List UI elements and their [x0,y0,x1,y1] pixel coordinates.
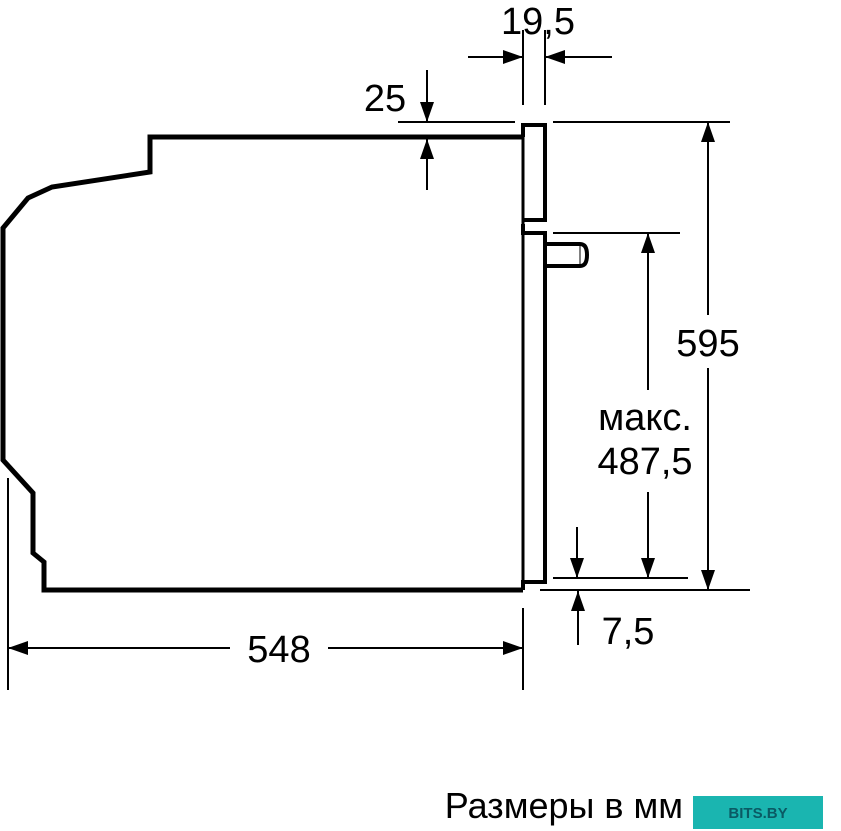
dim-total-height: 595 [676,323,739,365]
dim-top-offset: 25 [364,78,406,120]
dim-door-thickness: 19,5 [501,1,575,43]
caption: Размеры в мм [445,785,683,826]
watermark-badge [693,796,823,829]
door-lower-panel [521,224,547,590]
dim-max-height: 487,5 [597,441,692,483]
door-upper-panel [521,123,547,222]
dim-max-label: макс. [598,397,692,439]
watermark-text: BITS.BY [728,805,787,822]
oven-body-outline [0,134,523,593]
dim-bottom-offset: 7,5 [602,611,655,653]
dim-depth: 548 [247,629,310,671]
door-handle [545,242,590,268]
